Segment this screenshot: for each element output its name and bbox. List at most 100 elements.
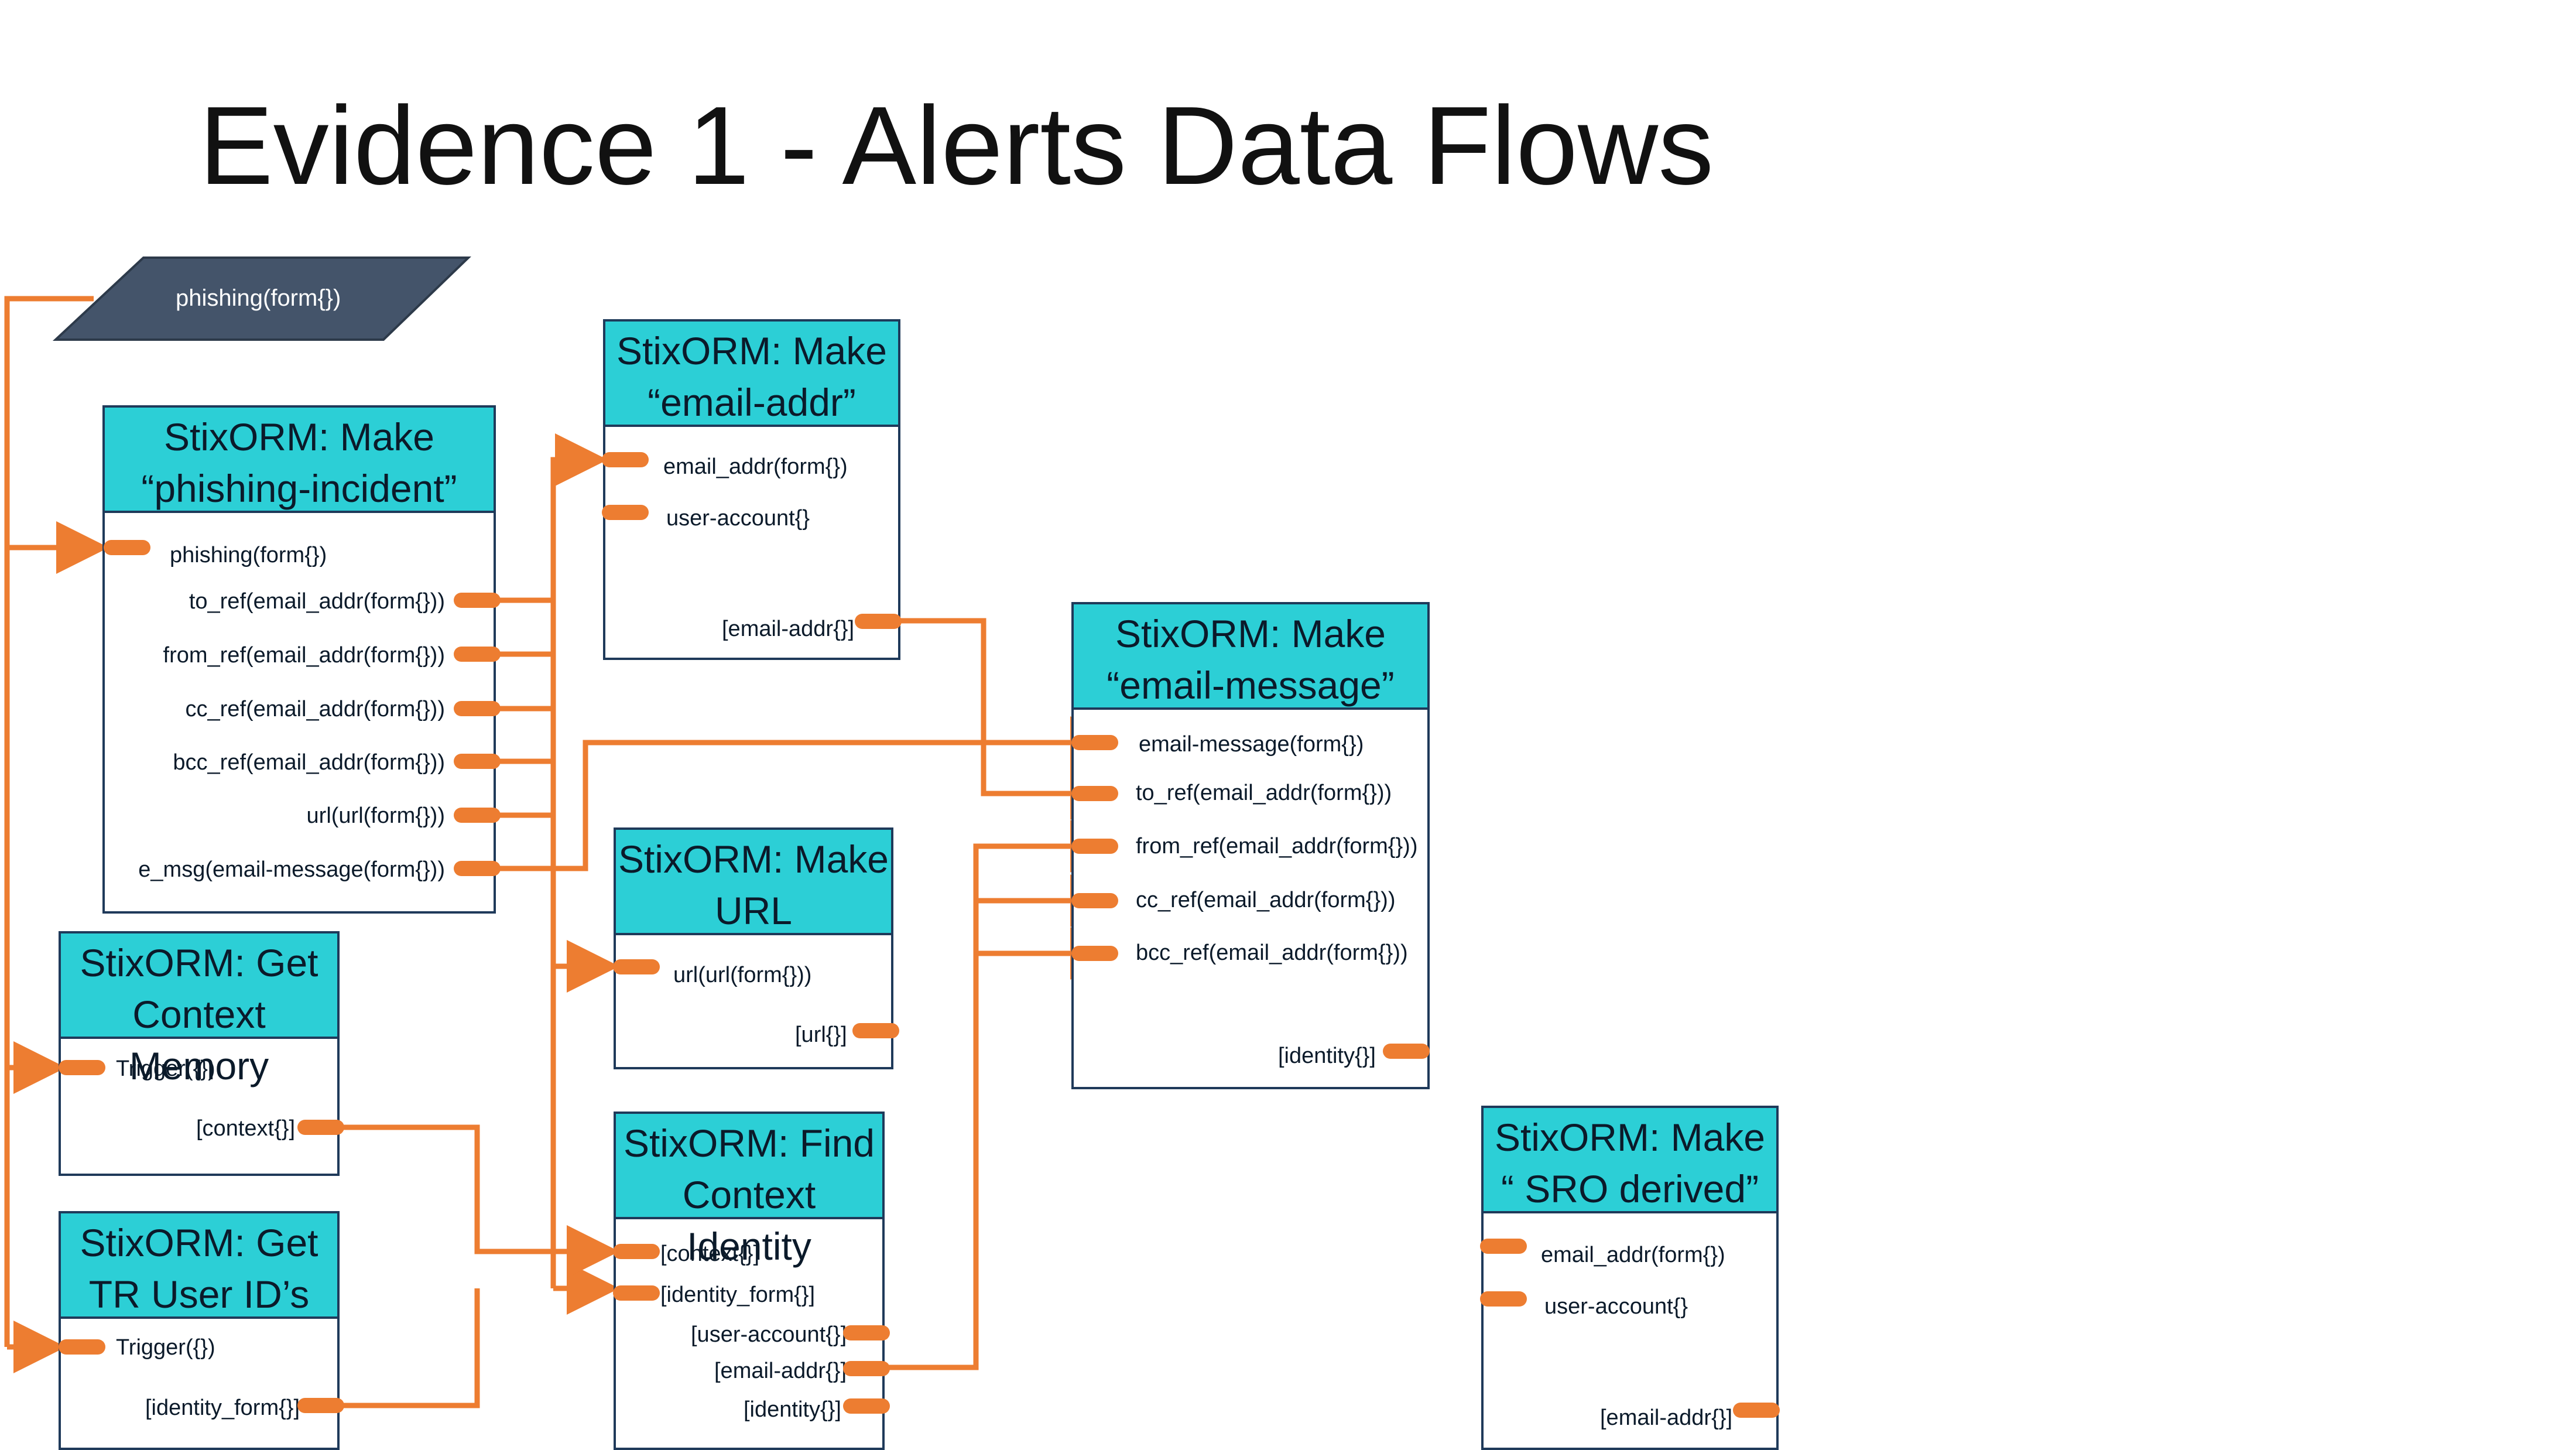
output-label: [email-addr{}] (714, 1359, 847, 1383)
port-trigger (59, 1060, 105, 1075)
box-email-addr: StixORM: Make “email-addr” (603, 319, 900, 660)
port-identity-form-input (613, 1285, 660, 1301)
port-url-input (613, 959, 660, 974)
header-line-1: StixORM: Make (616, 329, 888, 372)
port-email-addr-output (843, 1361, 890, 1376)
input-label: user-account{} (1544, 1294, 1688, 1319)
input-label: url(url(form{})) (673, 963, 812, 987)
flow-bus-to-email-addr (550, 433, 608, 600)
output-label: [email-addr{}] (722, 617, 855, 641)
header-line-1: StixORM: Make (618, 837, 889, 881)
box-header: StixORM: Make “phishing-incident” (105, 408, 494, 513)
input-label: user-account{} (666, 506, 810, 531)
port-output (454, 861, 501, 876)
output-label: [user-account{}] (691, 1322, 847, 1347)
port-user-account-output (843, 1325, 890, 1340)
port-output (454, 593, 501, 608)
output-label: to_ref(email_addr(form{})) (189, 589, 445, 614)
box-header: StixORM: Make URL (616, 830, 891, 935)
input-label: to_ref(email_addr(form{})) (1136, 781, 1392, 805)
input-node-shape (52, 257, 471, 341)
box-url: StixORM: Make URL (614, 827, 893, 1069)
port-input (1071, 839, 1118, 854)
port-user-account-input (1480, 1291, 1527, 1307)
box-header: StixORM: Get TR User ID’s (61, 1213, 337, 1319)
input-label: from_ref(email_addr(form{})) (1136, 834, 1418, 859)
box-header: StixORM: Make “email-addr” (605, 322, 898, 427)
header-line-2: TR User ID’s (88, 1273, 310, 1316)
port-input (1071, 893, 1118, 908)
port-url-output (852, 1023, 899, 1038)
box-header: StixORM: Make “email-message” (1074, 604, 1427, 710)
header-line-1: StixORM: Find (623, 1121, 875, 1165)
input-label: cc_ref(email_addr(form{})) (1136, 888, 1396, 912)
header-line-2: “email-addr” (648, 381, 856, 424)
flow-identity-form-out (340, 1288, 480, 1408)
port-input (1071, 786, 1118, 801)
box-phishing-incident: StixORM: Make “phishing-incident” (102, 405, 496, 914)
output-label: e_msg(email-message(form{})) (138, 857, 445, 882)
flow-context-out (340, 1124, 619, 1278)
input-label: Trigger({}) (116, 1335, 215, 1360)
input-label: email_addr(form{}) (663, 454, 848, 479)
output-label: [identity{}] (744, 1397, 841, 1422)
output-label: [context{}] (196, 1116, 296, 1141)
flow-email-addr-out (878, 618, 1123, 820)
box-context-identity: StixORM: Find Context Identity (614, 1112, 885, 1450)
header-line-1: StixORM: Get (80, 1221, 318, 1264)
port-output (454, 647, 501, 662)
port-context-input (613, 1244, 660, 1259)
header-line-1: StixORM: Get (80, 941, 318, 984)
input-label: [identity_form{}] (660, 1283, 816, 1307)
header-line-2: Context Identity (682, 1173, 816, 1268)
output-label: bcc_ref(email_addr(form{})) (173, 750, 445, 775)
input-label: email-message(form{}) (1139, 732, 1364, 757)
port-user-account-input (602, 505, 649, 520)
header-line-2: “phishing-incident” (141, 467, 457, 510)
header-line-2: Context Memory (129, 993, 269, 1088)
port-identity-form (297, 1398, 344, 1413)
input-label: Trigger({}) (116, 1056, 215, 1081)
header-line-2: “email-message” (1107, 664, 1395, 707)
input-label: phishing(form{}) (170, 543, 327, 567)
header-line-2: “ SRO derived” (1501, 1167, 1759, 1210)
output-label: from_ref(email_addr(form{})) (163, 643, 445, 668)
input-label: [context{}] (660, 1242, 760, 1266)
port-input (1071, 946, 1118, 961)
output-label: cc_ref(email_addr(form{})) (185, 697, 445, 721)
flow-emsg-out (498, 716, 1123, 871)
port-email-addr-output (855, 614, 902, 629)
output-label: [identity_form{}] (145, 1396, 300, 1420)
input-label: email_addr(form{}) (1541, 1243, 1725, 1267)
output-label: url(url(form{})) (306, 803, 445, 828)
header-line-1: StixORM: Make (163, 415, 435, 459)
page-title: Evidence 1 - Alerts Data Flows (199, 84, 1714, 208)
port-output (454, 701, 501, 716)
output-label: [email-addr{}] (1600, 1405, 1733, 1430)
port-email-addr-output (1733, 1403, 1780, 1418)
box-tr-user-ids: StixORM: Get TR User ID’s (59, 1211, 340, 1450)
box-sro-derived: StixORM: Make “ SRO derived” (1481, 1106, 1779, 1450)
header-line-2: URL (714, 889, 793, 932)
box-header: StixORM: Find Context Identity (616, 1114, 882, 1268)
header-line-1: StixORM: Make (1494, 1116, 1766, 1159)
port-identity-output (1383, 1044, 1430, 1059)
box-email-message: StixORM: Make “email-message” (1071, 602, 1430, 1089)
port-output (454, 808, 501, 823)
port-email-addr-input (602, 452, 649, 467)
flow-ci-email-addr-out (866, 820, 1123, 1370)
port-output (454, 754, 501, 769)
port-trigger (59, 1339, 105, 1355)
box-header: StixORM: Get Context Memory (61, 933, 337, 1088)
flow-input-bus (4, 296, 94, 1347)
header-line-1: StixORM: Make (1115, 612, 1386, 655)
port-phishing-input (104, 540, 150, 555)
input-label: bcc_ref(email_addr(form{})) (1136, 941, 1408, 965)
output-label: [identity{}] (1278, 1044, 1376, 1068)
input-node-label: phishing(form{}) (176, 285, 341, 311)
output-label: [url{}] (795, 1022, 847, 1047)
box-header: StixORM: Make “ SRO derived” (1484, 1108, 1776, 1213)
port-input (1071, 735, 1118, 750)
box-context-memory: StixORM: Get Context Memory (59, 931, 340, 1176)
